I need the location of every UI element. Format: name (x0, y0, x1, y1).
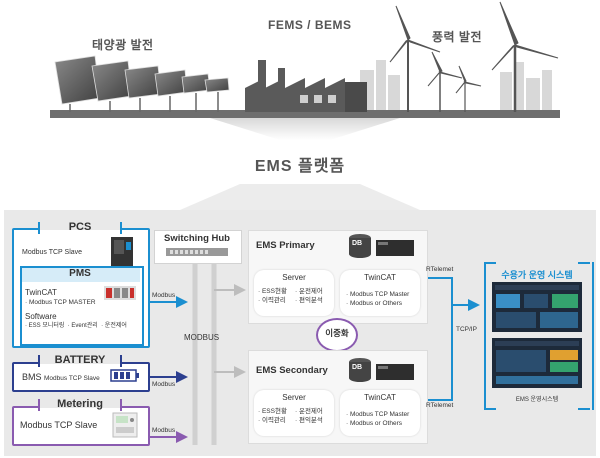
db-label: DB (352, 364, 363, 371)
pcs-protocol: Modbus TCP Slave (22, 249, 83, 256)
edge-label-modbus-metering: Modbus (152, 427, 176, 434)
energy-landscape-illustration (50, 1, 560, 140)
pms-software-label: Software (25, 312, 57, 321)
db-server-icon (349, 234, 414, 258)
db-server-icon (349, 358, 414, 382)
solar-panels-icon (54, 55, 230, 112)
dashboard-screens-icon (492, 282, 582, 388)
plc-module-icon (104, 286, 136, 300)
db-label: DB (352, 240, 363, 247)
server-item: · ESS현황 (258, 408, 287, 415)
edge-label-rtelemet-primary: RTelemet (426, 266, 454, 273)
edge-label-rtelemet-secondary: RTelemet (426, 402, 454, 409)
battery-title: BATTERY (54, 354, 106, 366)
edge-label-tcpip: TCP/IP (456, 326, 477, 333)
server-item: · 운전제어 (295, 408, 323, 415)
battery-icon (110, 369, 139, 382)
secondary-twincat-title: TwinCAT (364, 393, 396, 402)
secondary-server-card (254, 390, 334, 436)
secondary-twincat-item: · Modbus or Others (346, 420, 402, 427)
server-item: · 운전제어 (295, 288, 323, 295)
redundancy-label: 이중화 (325, 328, 349, 338)
meter-device-icon (112, 412, 138, 438)
metering-title: Metering (57, 398, 103, 410)
hub-device-icon (166, 248, 228, 256)
primary-twincat-card (340, 270, 420, 316)
edge-label-modbus-pcs: Modbus (152, 292, 176, 299)
demand-caption: EMS 운영시스템 (515, 397, 559, 403)
pms-software-detail: · ESS 모니터링 · Event관리 · 운전제어 (25, 323, 127, 329)
fems-label: FEMS / BEMS (268, 18, 352, 32)
primary-server-items: · ESS현황 · 운전제어 · 이력관리 · 편익분석 (258, 287, 332, 305)
pms-title: PMS (69, 268, 91, 279)
server-item: · ESS현황 (258, 288, 287, 295)
server-item: · 편익분석 (295, 417, 323, 424)
bms-label: BMS (22, 372, 42, 382)
modbus-bus-label: MODBUS (184, 333, 220, 342)
server-item: · 이력관리 (258, 417, 286, 424)
primary-twincat-item: · Modbus TCP Master (346, 291, 410, 298)
solar-label: 태양광 발전 (92, 38, 154, 52)
primary-server-card (254, 270, 334, 316)
secondary-server-title: Server (282, 393, 306, 402)
ems-secondary-title: EMS Secondary (256, 365, 328, 376)
factory-icon (245, 60, 367, 112)
edge-label-modbus-battery: Modbus (152, 381, 176, 388)
demand-system-frame (484, 262, 594, 410)
redundancy-badge (316, 318, 358, 352)
hub-title: Switching Hub (164, 233, 230, 244)
wind-label: 풍력 발전 (432, 30, 482, 44)
pcs-cabinet-icon (111, 237, 133, 269)
metering-protocol: Modbus TCP Slave (20, 420, 98, 430)
primary-server-title: Server (282, 273, 306, 282)
secondary-twincat-card (340, 390, 420, 436)
battery-protocol: Modbus TCP Slave (44, 375, 100, 382)
platform-title: EMS 플랫폼 (254, 158, 346, 175)
wind-turbine-icon (389, 1, 559, 112)
pms-twincat-label: TwinCAT (25, 288, 57, 297)
server-item: · 이력관리 (258, 297, 286, 304)
secondary-server-items: · ESS현황 · 운전제어 · 이력관리 · 편익분석 (258, 407, 332, 425)
primary-twincat-title: TwinCAT (364, 273, 396, 282)
primary-twincat-item: · Modbus or Others (346, 300, 402, 307)
server-item: · 편익분석 (295, 297, 323, 304)
pcs-title: PCS (68, 221, 92, 233)
demand-title: 수용가 운영 시스템 (501, 270, 573, 280)
ems-primary-title: EMS Primary (256, 240, 315, 251)
pms-twincat-detail: · Modbus TCP MASTER (25, 299, 96, 306)
switching-hub (154, 230, 242, 264)
secondary-twincat-item: · Modbus TCP Master (346, 411, 410, 418)
